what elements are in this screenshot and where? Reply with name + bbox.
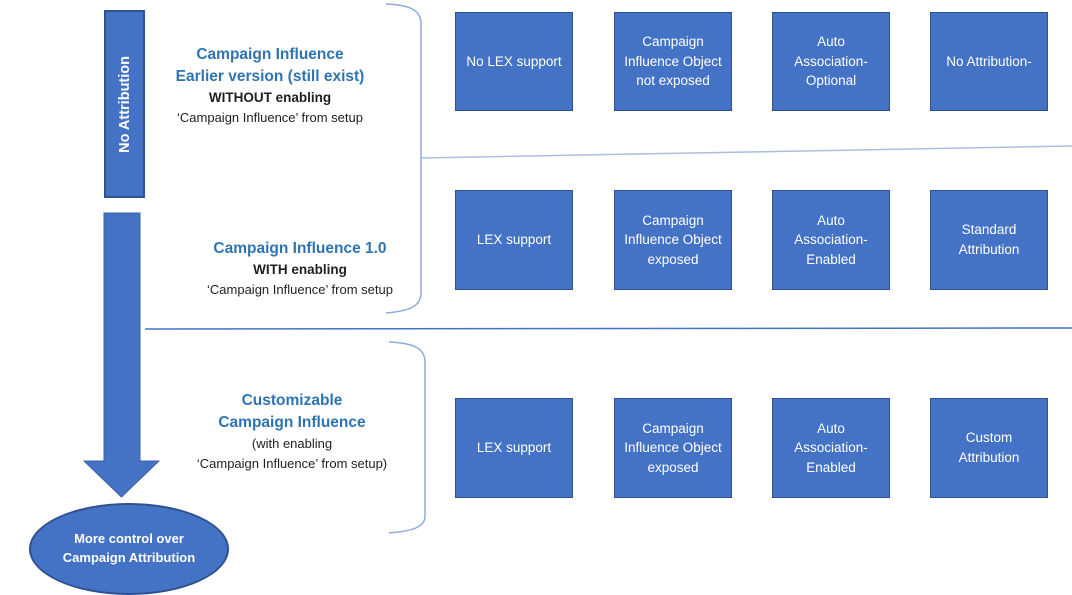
box-row3-lex-support: LEX support <box>455 398 573 498</box>
row3-label: Customizable Campaign Influence (with en… <box>158 390 426 474</box>
row3-subtitle-line1: (with enabling <box>251 436 333 451</box>
row3-title-line1: Customizable <box>241 392 343 409</box>
box-label: Campaign Influence Object not exposed <box>624 34 722 89</box>
no-attribution-bar-label: No Attribution <box>116 55 133 153</box>
box-row3-attribution: Custom Attribution <box>930 398 1048 498</box>
box-row2-object-exposure: Campaign Influence Object exposed <box>614 190 732 290</box>
separator-row1-row2 <box>420 145 1072 159</box>
box-label: No Attribution- <box>946 53 1032 69</box>
box-row3-auto-association: Auto Association- Enabled <box>772 398 890 498</box>
box-label: Standard Attribution <box>958 222 1020 257</box>
box-label: Auto Association- Enabled <box>794 212 868 267</box>
more-control-ellipse: More control over Campaign Attribution <box>29 503 229 595</box>
row2-title-line1: Campaign Influence 1.0 <box>213 240 387 257</box>
box-label: Auto Association- Optional <box>794 34 868 89</box>
no-attribution-bar: No Attribution <box>104 10 145 198</box>
box-label: Custom Attribution <box>958 430 1020 465</box>
row3-subtitle-line2: ‘Campaign Influence’ from setup) <box>196 456 388 471</box>
row2-subtitle: ‘Campaign Influence’ from setup <box>207 282 393 297</box>
row1-subtitle: ‘Campaign Influence’ from setup <box>177 110 363 125</box>
box-row2-auto-association: Auto Association- Enabled <box>772 190 890 290</box>
box-label: Campaign Influence Object exposed <box>624 212 722 267</box>
box-label: LEX support <box>476 232 552 248</box>
box-row1-lex-support: No LEX support <box>455 12 573 111</box>
box-label: Campaign Influence Object exposed <box>624 420 722 475</box>
box-label: LEX support <box>476 440 552 456</box>
row3-title-line2: Campaign Influence <box>218 414 366 431</box>
row1-label: Campaign Influence Earlier version (stil… <box>140 44 400 128</box>
box-row1-attribution: No Attribution- <box>930 12 1048 111</box>
box-label: No LEX support <box>466 53 562 69</box>
row2-label: Campaign Influence 1.0 WITH enabling ‘Ca… <box>170 238 430 300</box>
box-row1-object-exposure: Campaign Influence Object not exposed <box>614 12 732 111</box>
box-label: Auto Association- Enabled <box>794 420 868 475</box>
box-row2-lex-support: LEX support <box>455 190 573 290</box>
row1-title-line1: Campaign Influence <box>196 46 344 63</box>
more-control-ellipse-label: More control over Campaign Attribution <box>62 531 196 565</box>
row1-subtitle-bold: WITHOUT enabling <box>208 90 332 105</box>
row2-subtitle-bold: WITH enabling <box>253 262 347 277</box>
down-arrow <box>82 212 161 498</box>
box-row3-object-exposure: Campaign Influence Object exposed <box>614 398 732 498</box>
separator-row2-row3 <box>144 327 1072 330</box>
box-row1-auto-association: Auto Association- Optional <box>772 12 890 111</box>
box-row2-attribution: Standard Attribution <box>930 190 1048 290</box>
row1-title-line2: Earlier version (still exist) <box>175 68 365 85</box>
